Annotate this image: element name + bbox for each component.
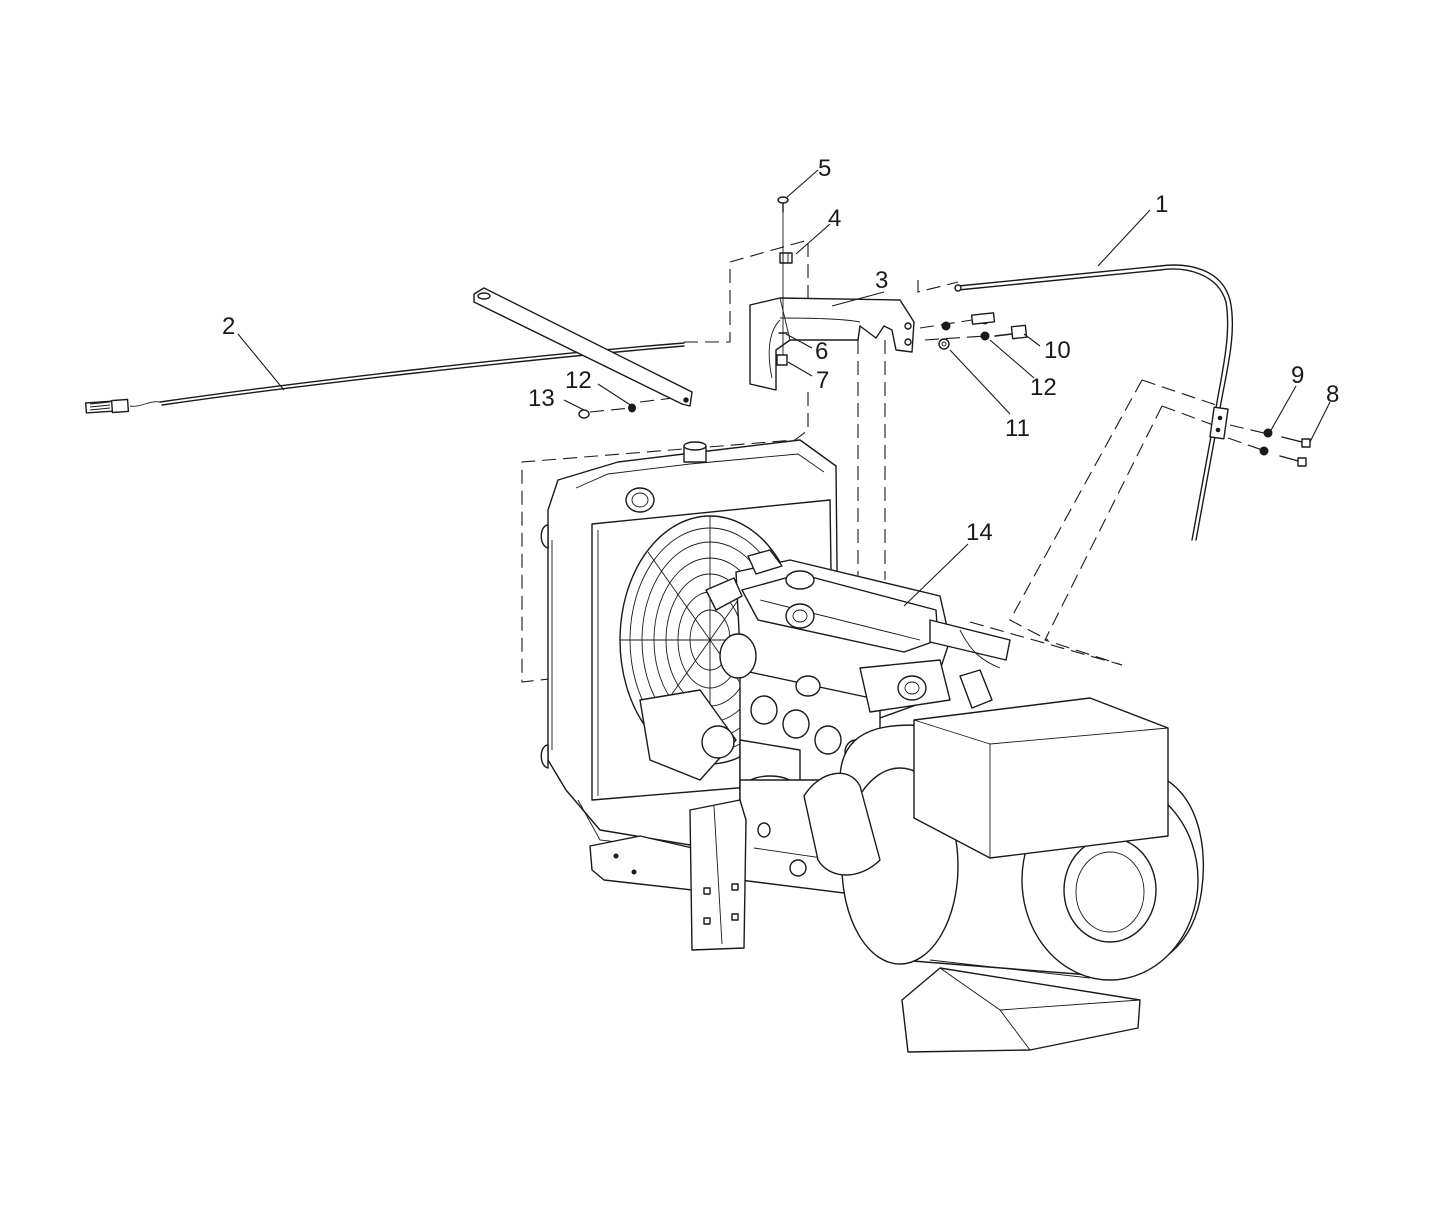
part-13-nut [578, 409, 590, 419]
callout-6: 6 [815, 338, 828, 365]
callout-5: 5 [818, 155, 831, 182]
leader-lines [237, 169, 1331, 607]
part-12-washer-left [628, 403, 636, 413]
part-1-rod [954, 264, 1234, 541]
engine-mount [589, 799, 747, 951]
callout-3: 3 [875, 267, 888, 294]
callout-9: 9 [1291, 362, 1304, 389]
callout-4: 4 [828, 205, 841, 232]
callout-12-left: 12 [565, 367, 592, 394]
callout-2: 2 [222, 313, 235, 340]
fasteners-right-of-bracket [941, 312, 996, 331]
callout-7: 7 [816, 367, 829, 394]
part-7-nut [776, 354, 788, 366]
callout-labels: 1 2 3 4 5 6 7 8 9 10 11 12 12 13 14 [222, 155, 1339, 546]
assembly-dashed-lines [521, 239, 1269, 683]
callout-12-right: 12 [1030, 374, 1057, 401]
support-strap [473, 287, 693, 407]
callout-10: 10 [1044, 337, 1071, 364]
part-8-screws [1279, 436, 1311, 467]
part-11-washer [938, 338, 950, 350]
part-5-screw [777, 196, 789, 213]
generator [803, 697, 1205, 1053]
callout-13: 13 [528, 385, 555, 412]
part-10-bolt [994, 324, 1028, 340]
callout-11: 11 [1005, 415, 1030, 442]
part-4-nut [779, 252, 793, 264]
callout-1: 1 [1155, 191, 1168, 218]
part-12-washer-right [980, 331, 990, 341]
callout-14: 14 [966, 519, 993, 546]
callout-8: 8 [1326, 381, 1339, 408]
part-3-bracket [749, 297, 915, 391]
